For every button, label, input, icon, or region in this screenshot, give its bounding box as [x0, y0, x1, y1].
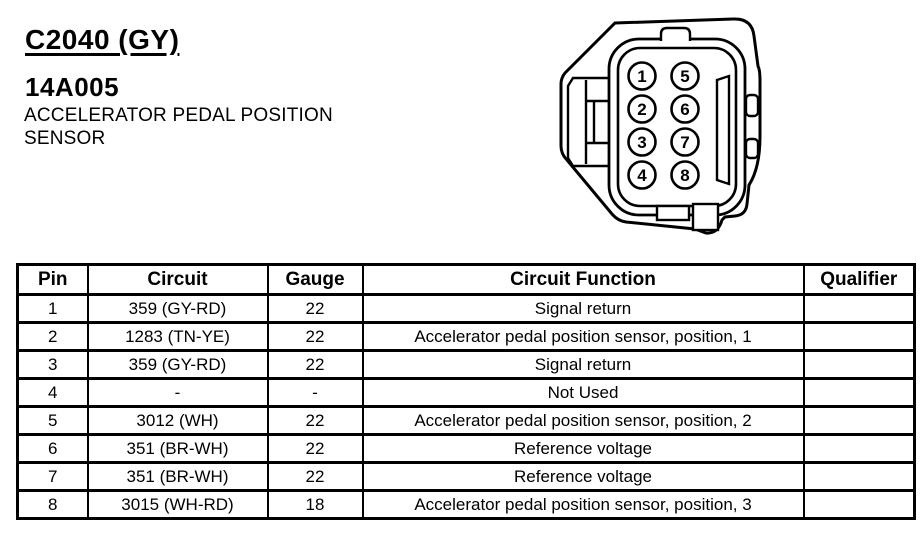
pin-3-label: 3: [637, 133, 646, 152]
table-row: 1 359 (GY-RD) 22 Signal return: [16, 293, 916, 324]
connector-lock-slot-upper: [744, 93, 760, 118]
connector-bottom-tab-wide: [655, 204, 691, 222]
connector-pin-1: 1: [627, 61, 657, 91]
table-row: 4 - - Not Used: [16, 377, 916, 408]
pin-8-label: 8: [680, 166, 689, 185]
function-cell: Accelerator pedal position sensor, posit…: [361, 489, 805, 520]
pin-2-label: 2: [637, 100, 646, 119]
pin-cell: 7: [16, 461, 89, 492]
circuit-cell: 3015 (WH-RD): [86, 489, 269, 520]
col-header-gauge: Gauge: [266, 263, 364, 296]
function-cell: Signal return: [361, 349, 805, 380]
connector-pin-8: 8: [670, 160, 700, 190]
connector-latch: [566, 76, 616, 168]
pin-cell: 5: [16, 405, 89, 436]
pin-cell: 6: [16, 433, 89, 464]
gauge-cell: 22: [266, 293, 364, 324]
pin-cell: 2: [16, 321, 89, 352]
connector-pin-6: 6: [670, 94, 700, 124]
pinout-table: Pin Circuit Gauge Circuit Function Quali…: [16, 263, 916, 520]
gauge-cell: 22: [266, 461, 364, 492]
circuit-cell: 3012 (WH): [86, 405, 269, 436]
table-header-row: Pin Circuit Gauge Circuit Function Quali…: [16, 263, 916, 296]
pin-cell: 8: [16, 489, 89, 520]
connector-key-bar: [715, 74, 731, 186]
connector-top-tab: [659, 26, 692, 41]
circuit-cell: 1283 (TN-YE): [86, 321, 269, 352]
pin-cell: 4: [16, 377, 89, 408]
qualifier-cell: [802, 293, 916, 324]
circuit-cell: 359 (GY-RD): [86, 293, 269, 324]
table-row: 8 3015 (WH-RD) 18 Accelerator pedal posi…: [16, 489, 916, 520]
function-cell: Reference voltage: [361, 461, 805, 492]
pin-5-label: 5: [680, 67, 689, 86]
gauge-cell: 18: [266, 489, 364, 520]
pin-cell: 3: [16, 349, 89, 380]
table-row: 5 3012 (WH) 22 Accelerator pedal positio…: [16, 405, 916, 436]
circuit-cell: 351 (BR-WH): [86, 461, 269, 492]
sensor-description: ACCELERATOR PEDAL POSITION SENSOR: [24, 104, 333, 150]
connector-pin-7: 7: [670, 127, 700, 157]
qualifier-cell: [802, 349, 916, 380]
pin-1-label: 1: [637, 67, 646, 86]
table-row: 6 351 (BR-WH) 22 Reference voltage: [16, 433, 916, 464]
gauge-cell: 22: [266, 321, 364, 352]
sensor-description-line1: ACCELERATOR PEDAL POSITION: [24, 105, 333, 126]
gauge-cell: -: [266, 377, 364, 408]
pin-7-label: 7: [680, 133, 689, 152]
connector-pin-3: 3: [627, 127, 657, 157]
qualifier-cell: [802, 433, 916, 464]
qualifier-cell: [802, 321, 916, 352]
qualifier-cell: [802, 405, 916, 436]
function-cell: Signal return: [361, 293, 805, 324]
function-cell: Not Used: [361, 377, 805, 408]
qualifier-cell: [802, 489, 916, 520]
col-header-circuit: Circuit: [86, 263, 269, 296]
table-row: 2 1283 (TN-YE) 22 Accelerator pedal posi…: [16, 321, 916, 352]
function-cell: Reference voltage: [361, 433, 805, 464]
gauge-cell: 22: [266, 349, 364, 380]
connector-id-title: C2040 (GY): [25, 24, 180, 55]
col-header-qualifier: Qualifier: [802, 263, 916, 296]
qualifier-cell: [802, 377, 916, 408]
circuit-cell: 351 (BR-WH): [86, 433, 269, 464]
connector-pin-4: 4: [627, 160, 657, 190]
gauge-cell: 22: [266, 405, 364, 436]
table-row: 3 359 (GY-RD) 22 Signal return: [16, 349, 916, 380]
connector-face-diagram: 1 2 3 4 5: [548, 8, 768, 238]
pin-cell: 1: [16, 293, 89, 324]
connector-lock-slot-lower: [744, 137, 760, 160]
connector-pin-2: 2: [627, 94, 657, 124]
table-row: 7 351 (BR-WH) 22 Reference voltage: [16, 461, 916, 492]
pin-4-label: 4: [637, 166, 647, 185]
pin-6-label: 6: [680, 100, 689, 119]
connector-bottom-tab-right: [691, 202, 720, 232]
part-number: 14A005: [25, 72, 120, 102]
connector-pin-5: 5: [670, 61, 700, 91]
circuit-cell: -: [86, 377, 269, 408]
gauge-cell: 22: [266, 433, 364, 464]
function-cell: Accelerator pedal position sensor, posit…: [361, 321, 805, 352]
sensor-description-line2: SENSOR: [24, 128, 106, 149]
function-cell: Accelerator pedal position sensor, posit…: [361, 405, 805, 436]
col-header-circuit-function: Circuit Function: [361, 263, 805, 296]
qualifier-cell: [802, 461, 916, 492]
col-header-pin: Pin: [16, 263, 89, 296]
circuit-cell: 359 (GY-RD): [86, 349, 269, 380]
